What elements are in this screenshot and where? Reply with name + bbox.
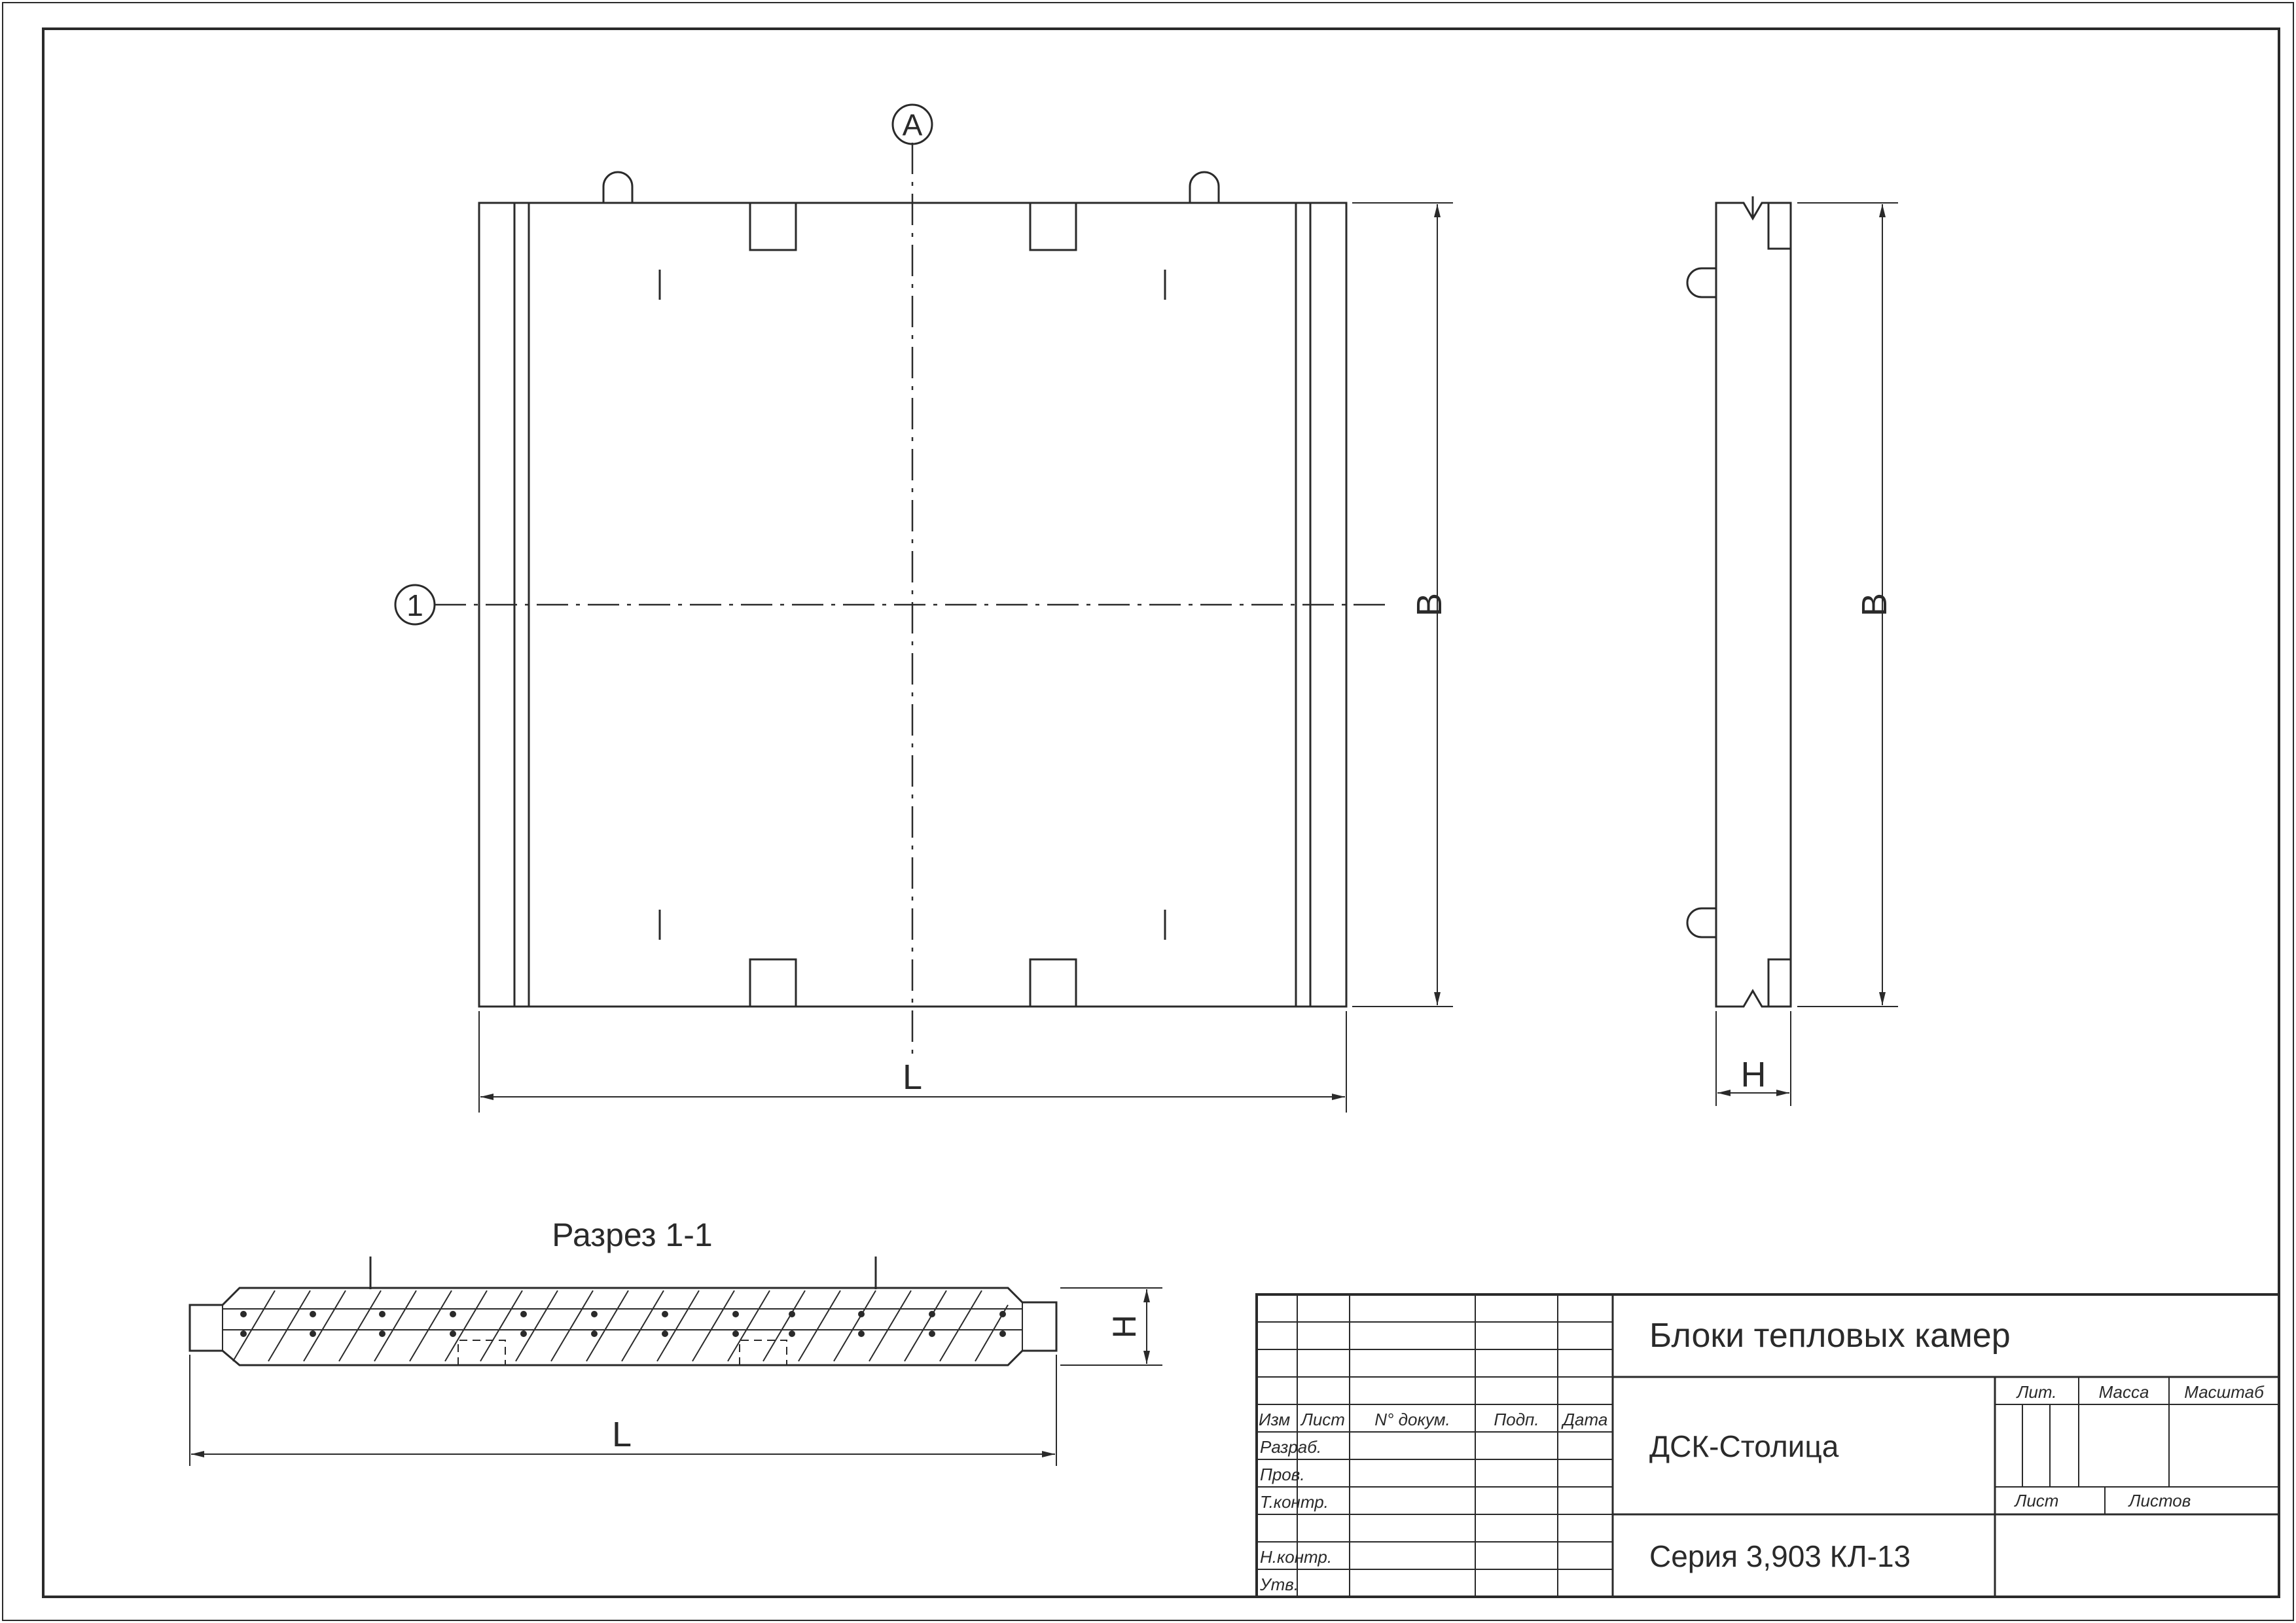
side-lifting-loop — [1686, 907, 1716, 938]
col-list: Лист — [1300, 1410, 1345, 1429]
role-tech-control: Т.контр. — [1260, 1492, 1329, 1512]
side-dimension-label-h: H — [1741, 1055, 1767, 1094]
dimension-label-l: L — [903, 1058, 922, 1097]
side-view: B H — [1686, 196, 1898, 1106]
section-dimension-label-h: H — [1106, 1315, 1143, 1338]
section-dimension-label-l: L — [612, 1415, 632, 1454]
col-doc: N° докум. — [1374, 1410, 1450, 1429]
axis-label-a: A — [903, 108, 923, 142]
sheets-label: Листов — [2128, 1491, 2191, 1510]
side-outline — [1715, 202, 1792, 1008]
section-view: Разрез 1-1 — [188, 1217, 1162, 1466]
col-izm: Изм — [1259, 1410, 1290, 1429]
section-title: Разрез 1-1 — [552, 1217, 712, 1253]
col-date: Дата — [1561, 1410, 1608, 1429]
front-view: A 1 L B — [394, 103, 1453, 1113]
side-dimension-label-b: B — [1855, 593, 1894, 616]
axis-label-1: 1 — [406, 588, 423, 622]
stage-mass: Масса — [2099, 1382, 2149, 1402]
series-code: Серия 3,903 КЛ-13 — [1649, 1539, 1910, 1573]
sheet-label: Лист — [2014, 1491, 2059, 1510]
dimension-label-b: B — [1410, 593, 1449, 616]
notch — [749, 203, 797, 251]
section-hatch — [232, 1290, 1009, 1362]
role-approved: Утв. — [1259, 1575, 1299, 1594]
notch — [1029, 203, 1077, 251]
role-developed: Разраб. — [1260, 1437, 1321, 1457]
rebar-dots — [240, 1311, 1006, 1337]
role-norm-control: Н.контр. — [1260, 1547, 1332, 1567]
product-name: Блоки тепловых камер — [1649, 1317, 2011, 1355]
sheet-inner-frame — [42, 27, 2280, 1598]
lifting-loop — [602, 171, 634, 203]
title-block: Изм Лист N° докум. Подп. Дата Разраб. Пр… — [1255, 1293, 2280, 1598]
organization: ДСК-Столица — [1649, 1429, 1839, 1463]
stage-scale: Масштаб — [2184, 1382, 2265, 1402]
stage-lit: Лит. — [2016, 1382, 2057, 1402]
notch — [749, 958, 797, 1007]
role-checked: Пров. — [1260, 1465, 1305, 1484]
side-lifting-loop — [1686, 267, 1716, 298]
col-sign: Подп. — [1494, 1410, 1539, 1429]
lifting-loop — [1189, 171, 1220, 203]
notch — [1029, 958, 1077, 1007]
